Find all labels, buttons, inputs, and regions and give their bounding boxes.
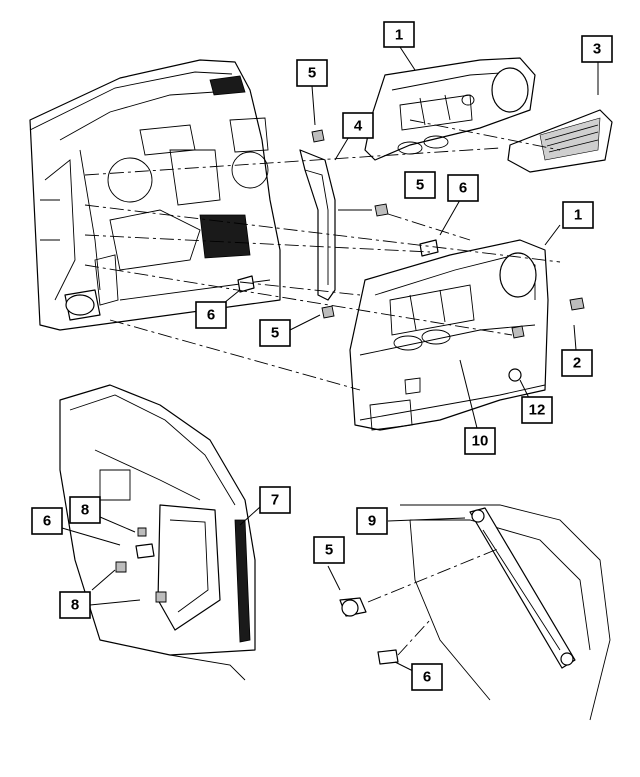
svg-text:5: 5 <box>271 325 279 342</box>
callout-8-upper: 8 <box>69 496 101 524</box>
callout-12: 12 <box>521 396 553 424</box>
callout-9: 9 <box>356 507 388 535</box>
rear-brace-area <box>339 504 611 721</box>
svg-text:8: 8 <box>71 597 79 614</box>
callout-5-top: 5 <box>296 59 328 87</box>
vehicle-rear-quarter-interior <box>29 59 281 331</box>
svg-text:4: 4 <box>354 118 363 135</box>
speaker-grille <box>507 109 613 173</box>
callout-5-lower: 5 <box>313 536 345 564</box>
callout-6-left: 6 <box>195 301 227 329</box>
callout-6-lower-left: 6 <box>31 507 63 535</box>
quarter-trim-panel <box>349 239 549 431</box>
svg-text:3: 3 <box>593 41 601 58</box>
callout-7: 7 <box>259 486 291 514</box>
callout-8-lower: 8 <box>59 591 91 619</box>
svg-text:9: 9 <box>368 513 376 530</box>
callout-1-lower: 1 <box>562 201 594 229</box>
callout-3: 3 <box>581 35 613 63</box>
svg-text:1: 1 <box>574 207 582 224</box>
svg-text:6: 6 <box>43 513 51 530</box>
callout-5-mid: 5 <box>404 171 436 199</box>
svg-text:8: 8 <box>81 502 89 519</box>
fasteners-upper <box>237 129 585 339</box>
callout-1-upper: 1 <box>383 21 415 48</box>
trim-bracket <box>299 149 336 301</box>
callout-6-upper: 6 <box>447 174 479 202</box>
b-pillar-area <box>59 384 256 681</box>
svg-text:6: 6 <box>459 180 467 197</box>
callout-4: 4 <box>342 112 374 139</box>
svg-text:6: 6 <box>423 669 431 686</box>
svg-text:2: 2 <box>573 355 581 372</box>
callout-5-left: 5 <box>259 319 291 347</box>
svg-text:5: 5 <box>308 65 316 82</box>
svg-text:12: 12 <box>529 402 546 419</box>
svg-text:5: 5 <box>416 177 424 194</box>
svg-text:6: 6 <box>207 307 215 324</box>
svg-text:7: 7 <box>271 492 279 509</box>
svg-text:10: 10 <box>472 433 489 450</box>
alignment-lines <box>84 119 561 391</box>
svg-text:5: 5 <box>325 542 333 559</box>
callout-6-lower-right: 6 <box>411 663 443 691</box>
callout-10: 10 <box>464 427 496 455</box>
callout-2: 2 <box>561 349 593 377</box>
svg-text:1: 1 <box>395 27 403 44</box>
